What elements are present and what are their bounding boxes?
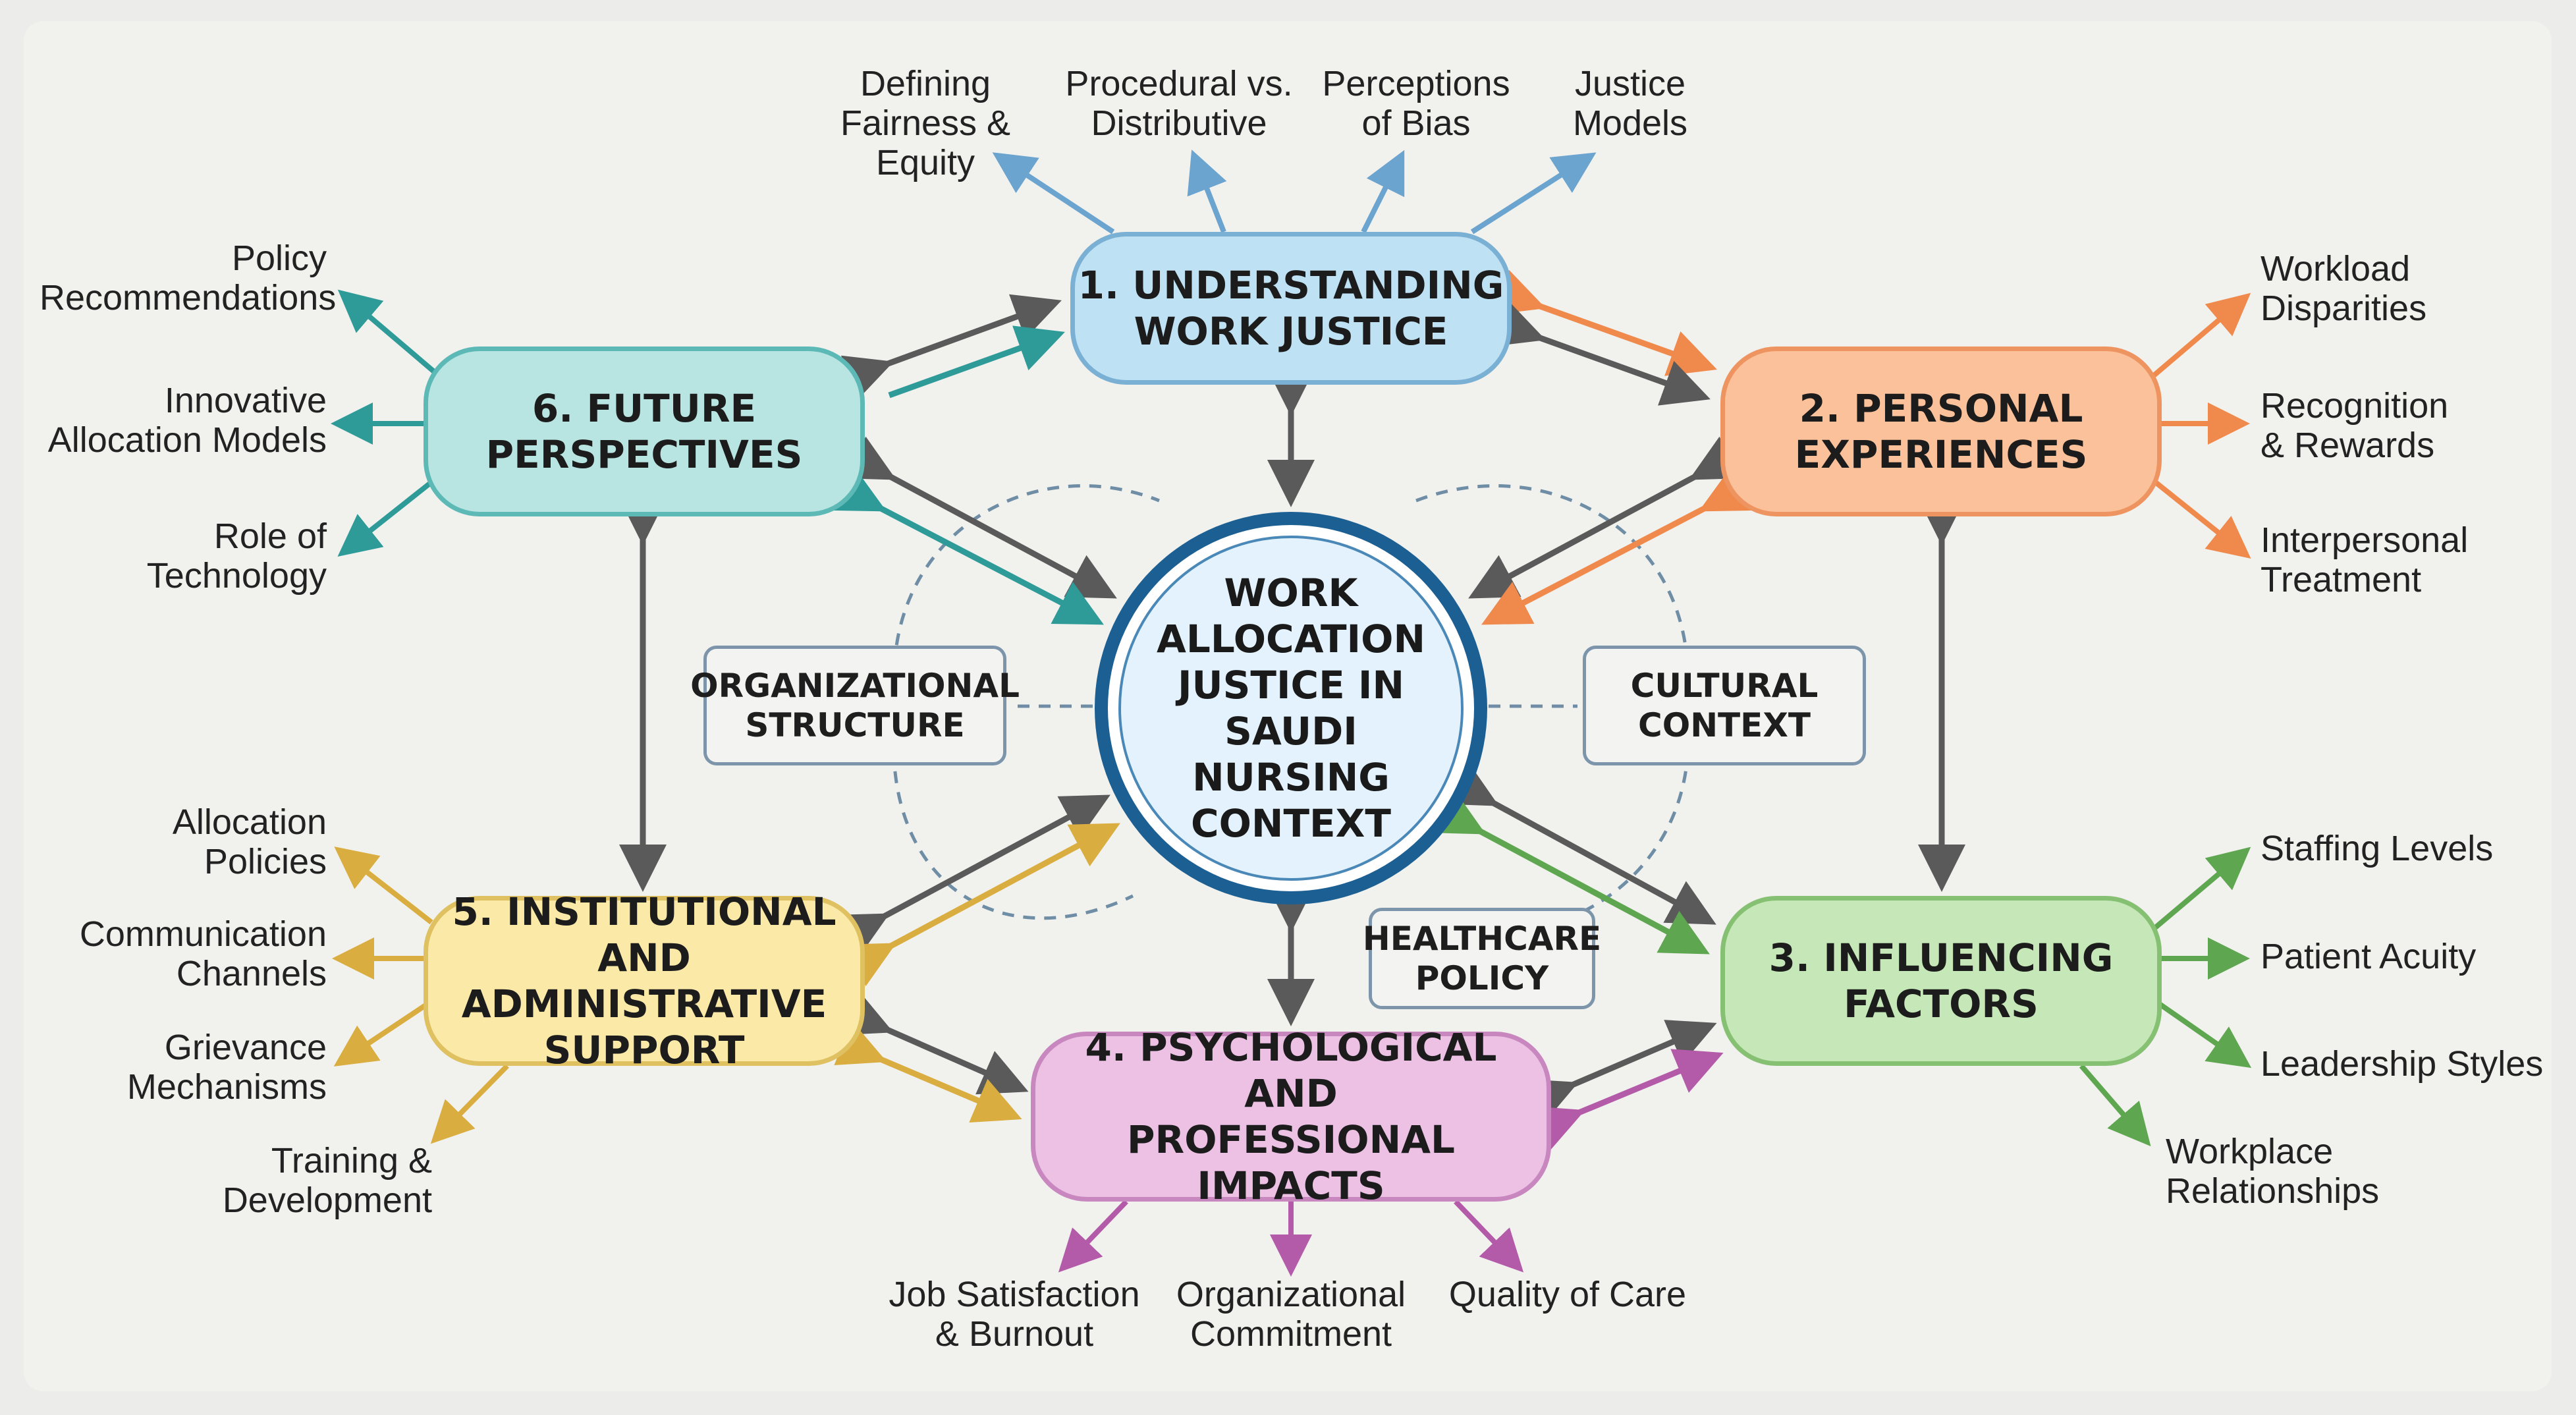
subtopic-label: Grievance Mechanisms xyxy=(126,1028,327,1107)
context-cultural-context[interactable]: CULTURAL CONTEXT xyxy=(1583,646,1866,765)
theme-node-future-perspectives[interactable]: 6. FUTURE PERSPECTIVES xyxy=(424,347,865,516)
link-n5-center xyxy=(836,794,1120,987)
center-node-label: WORK ALLOCATION JUSTICE IN SAUDI NURSING… xyxy=(1118,536,1464,881)
subtopic-label: Procedural vs. Distributive xyxy=(1065,64,1293,143)
link-n6-center xyxy=(833,436,1117,625)
subtopic-label: Innovative Allocation Models xyxy=(47,381,327,460)
subtopic-label: Staffing Levels xyxy=(2261,829,2494,868)
subtopic-label: Communication Channels xyxy=(79,914,327,993)
context-organizational-structure[interactable]: ORGANIZATIONAL STRUCTURE xyxy=(690,646,1020,765)
subtopic-label: Job Satisfaction & Burnout xyxy=(889,1275,1140,1354)
subtopic-label: Workload Disparities xyxy=(2261,249,2427,328)
theme-node-psychological-professional-impacts[interactable]: 4. PSYCHOLOGICAL AND PROFESSIONAL IMPACT… xyxy=(1031,1025,1551,1208)
theme-node-label: 5. INSTITUTIONAL AND ADMINISTRATIVE SUPP… xyxy=(452,889,836,1072)
context-healthcare-policy[interactable]: HEALTHCARE POLICY xyxy=(1363,908,1601,1009)
n4-subtopic-arrows xyxy=(1058,1200,1524,1277)
link-n2-center xyxy=(1468,436,1752,625)
subtopic-label: Perceptions of Bias xyxy=(1322,64,1510,143)
n5-subtopic-arrows xyxy=(332,846,509,1144)
subtopic-label: Policy Recommendations xyxy=(40,238,337,318)
theme-node-label: 2. PERSONAL EXPERIENCES xyxy=(1794,386,2088,477)
theme-node-label: 3. INFLUENCING FACTORS xyxy=(1768,935,2114,1026)
theme-node-label: 6. FUTURE PERSPECTIVES xyxy=(485,386,803,477)
link-n4-n3 xyxy=(1525,1020,1724,1150)
link-n5-n4 xyxy=(834,991,1029,1123)
subtopic-label: Justice Models xyxy=(1572,64,1688,143)
link-n6-n1 xyxy=(840,294,1065,401)
n3-subtopic-arrows xyxy=(2079,846,2252,1147)
subtopic-label: Leadership Styles xyxy=(2261,1044,2544,1084)
subtopic-label: Patient Acuity xyxy=(2261,937,2477,976)
subtopic-label: Role of Technology xyxy=(146,516,327,596)
subtopic-label: Interpersonal Treatment xyxy=(2261,520,2469,599)
subtopic-label: Quality of Care xyxy=(1448,1275,1687,1314)
subtopic-label: Allocation Policies xyxy=(172,802,327,881)
theme-node-institutional-administrative-support[interactable]: 5. INSTITUTIONAL AND ADMINISTRATIVE SUPP… xyxy=(424,889,865,1072)
theme-node-understanding-work-justice[interactable]: 1. UNDERSTANDING WORK JUSTICE xyxy=(1070,232,1512,385)
link-n3-center xyxy=(1433,762,1716,955)
theme-node-personal-experiences[interactable]: 2. PERSONAL EXPERIENCES xyxy=(1720,347,2162,516)
link-n1-n2 xyxy=(1493,269,1717,406)
theme-node-influencing-factors[interactable]: 3. INFLUENCING FACTORS xyxy=(1720,896,2162,1066)
theme-node-label: 1. UNDERSTANDING WORK JUSTICE xyxy=(1078,263,1504,354)
n1-subtopic-arrows xyxy=(992,150,1597,235)
center-node[interactable]: WORK ALLOCATION JUSTICE IN SAUDI NURSING… xyxy=(1095,512,1487,904)
n6-subtopic-arrows xyxy=(331,289,437,557)
subtopic-label: Defining Fairness & Equity xyxy=(840,64,1011,182)
subtopic-label: Organizational Commitment xyxy=(1176,1275,1406,1354)
center-node-ring: WORK ALLOCATION JUSTICE IN SAUDI NURSING… xyxy=(1108,525,1474,891)
n2-subtopic-arrows xyxy=(2152,292,2251,559)
subtopic-label: Training & Development xyxy=(222,1141,432,1220)
theme-node-label: 4. PSYCHOLOGICAL AND PROFESSIONAL IMPACT… xyxy=(1085,1025,1497,1208)
subtopic-label: Workplace Relationships xyxy=(2166,1132,2380,1211)
subtopic-label: Recognition & Rewards xyxy=(2261,386,2449,465)
